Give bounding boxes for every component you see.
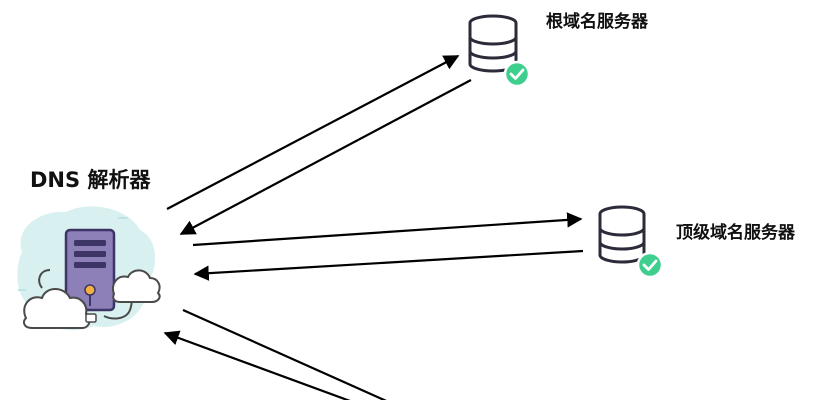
resolver-label: DNS 解析器 xyxy=(30,168,151,192)
root-server-database-icon xyxy=(468,14,518,73)
tld-server-database-icon xyxy=(598,205,646,264)
arrow-resolver-to-tld xyxy=(192,212,583,247)
root-server-check-circle-icon xyxy=(503,60,531,88)
arrow-return-to-resolver xyxy=(163,330,351,400)
tld-server-check-circle-icon xyxy=(636,251,664,279)
arrow-resolver-down-right xyxy=(182,308,387,400)
arrow-root-to-resolver xyxy=(179,79,472,235)
arrow-tld-to-resolver xyxy=(193,249,584,281)
tld-server-label: 顶级域名服务器 xyxy=(676,222,796,243)
root-server-label: 根域名服务器 xyxy=(546,11,649,32)
server-cloud-icon xyxy=(17,206,161,331)
arrow-resolver-to-root xyxy=(166,55,460,210)
